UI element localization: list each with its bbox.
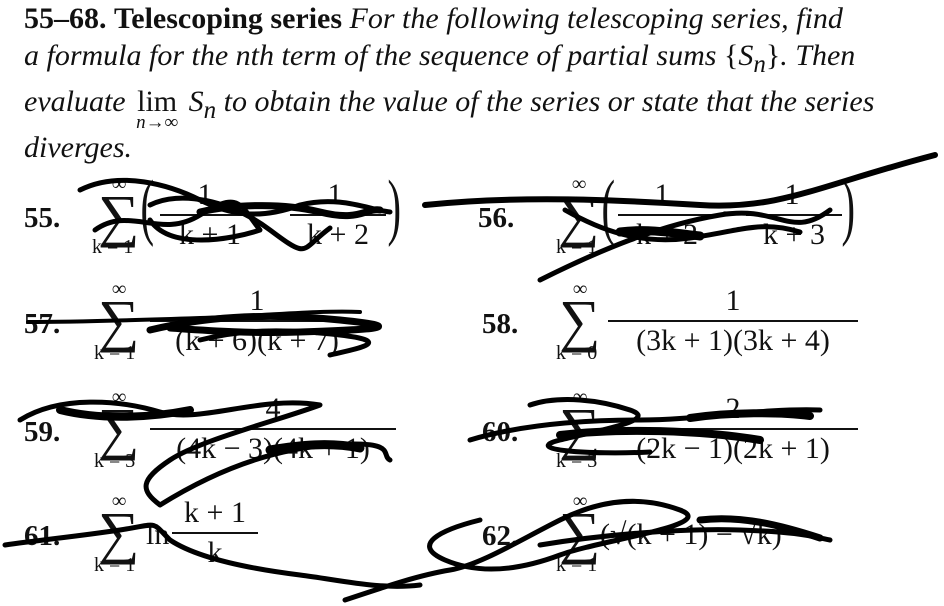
fraction-denominator: k bbox=[207, 536, 223, 569]
sum-lower-limit: k = 1 bbox=[556, 236, 598, 258]
problem-number: 58. bbox=[482, 308, 519, 340]
fraction-numerator: 1 bbox=[249, 284, 265, 317]
fraction-denominator: (2k − 1)(2k + 1) bbox=[636, 432, 830, 465]
minus-sign: − bbox=[264, 196, 281, 229]
fraction-numerator: 1 bbox=[197, 178, 213, 211]
fraction-bar bbox=[160, 214, 260, 216]
fraction-denominator: k + 1 bbox=[179, 218, 241, 251]
fraction-denominator: (k + 6)(k + 7) bbox=[175, 324, 339, 357]
fraction-numerator: 2 bbox=[725, 392, 741, 425]
fraction-bar bbox=[608, 428, 858, 430]
sum-lower-limit: k = 3 bbox=[556, 450, 598, 472]
fraction-denominator: (3k + 1)(3k + 4) bbox=[636, 324, 830, 357]
fraction-denominator: k + 2 bbox=[307, 218, 369, 251]
sum-upper-limit: ∞ bbox=[573, 278, 588, 300]
limit-variable-subscript: n bbox=[203, 97, 217, 124]
section-range: 55–68. bbox=[24, 2, 107, 35]
problem-number: 59. bbox=[24, 416, 61, 448]
sum-upper-limit: ∞ bbox=[112, 278, 127, 300]
intro-text-1: For the following telescoping series, fi… bbox=[349, 2, 843, 35]
minus-sign: − bbox=[722, 196, 739, 229]
sum-lower-limit: k = 1 bbox=[556, 554, 598, 576]
sum-lower-limit: k = 3 bbox=[94, 450, 136, 472]
intro-text-4: diverges. bbox=[24, 131, 133, 164]
intro-text-2a: a formula for the nth term of the sequen… bbox=[24, 39, 724, 72]
fraction-bar bbox=[618, 214, 716, 216]
fraction-bar bbox=[150, 320, 364, 322]
sum-lower-limit: k = 1 bbox=[94, 554, 136, 576]
set-open-brace: { bbox=[723, 39, 739, 72]
fraction-numerator: k + 1 bbox=[184, 496, 246, 529]
set-variable: S bbox=[738, 39, 754, 72]
problem-number: 56. bbox=[478, 202, 515, 234]
sum-lower-limit: k = 0 bbox=[556, 342, 598, 364]
intro-text-2b: . Then bbox=[780, 39, 856, 72]
problem-number: 57. bbox=[24, 308, 61, 340]
fraction-denominator: k + 2 bbox=[636, 218, 698, 251]
fraction-numerator: 1 bbox=[654, 178, 670, 211]
right-paren: ) bbox=[841, 166, 856, 248]
fraction-bar bbox=[608, 320, 858, 322]
fraction-bar bbox=[290, 214, 386, 216]
left-paren: ( bbox=[140, 166, 155, 248]
intro-text-3b: to obtain the value of the series or sta… bbox=[216, 85, 875, 118]
limit-subscript: n→∞ bbox=[136, 112, 179, 133]
problem-number: 62. bbox=[482, 520, 519, 552]
limit-variable: S bbox=[188, 85, 204, 118]
natural-log: ln bbox=[146, 518, 170, 551]
radical-expression: (√(k + 1) − √k) bbox=[600, 518, 782, 551]
fraction-numerator: 4 bbox=[265, 392, 281, 425]
instructions: 55–68. Telescoping series For the follow… bbox=[24, 0, 934, 166]
fraction-numerator: 1 bbox=[725, 284, 741, 317]
fraction-numerator: 1 bbox=[784, 178, 800, 211]
problem-number: 55. bbox=[24, 202, 61, 234]
set-close-brace: } bbox=[765, 39, 781, 72]
fraction-numerator: 1 bbox=[327, 178, 343, 211]
fraction-denominator: (4k − 3)(4k + 1) bbox=[176, 432, 370, 465]
sigma-symbol: ∑ bbox=[559, 288, 601, 353]
intro-text-3a: evaluate bbox=[24, 85, 134, 118]
fraction-denominator: k + 3 bbox=[763, 218, 825, 251]
right-paren: ) bbox=[387, 166, 402, 248]
intro-line-4: diverges. bbox=[24, 129, 934, 166]
section-heading: Telescoping series bbox=[114, 2, 343, 35]
fraction-bar bbox=[172, 532, 258, 534]
limit-word: lim bbox=[137, 85, 178, 118]
problem-number: 60. bbox=[482, 416, 519, 448]
fraction-bar bbox=[746, 214, 842, 216]
problem-number: 61. bbox=[24, 520, 61, 552]
sum-lower-limit: k = 1 bbox=[92, 236, 134, 258]
sum-lower-limit: k = 1 bbox=[94, 342, 136, 364]
intro-line-1: 55–68. Telescoping series For the follow… bbox=[24, 0, 934, 37]
fraction-bar bbox=[150, 428, 396, 430]
left-paren: ( bbox=[601, 166, 616, 248]
intro-line-2: a formula for the nth term of the sequen… bbox=[24, 37, 934, 83]
set-subscript: n bbox=[753, 51, 766, 78]
